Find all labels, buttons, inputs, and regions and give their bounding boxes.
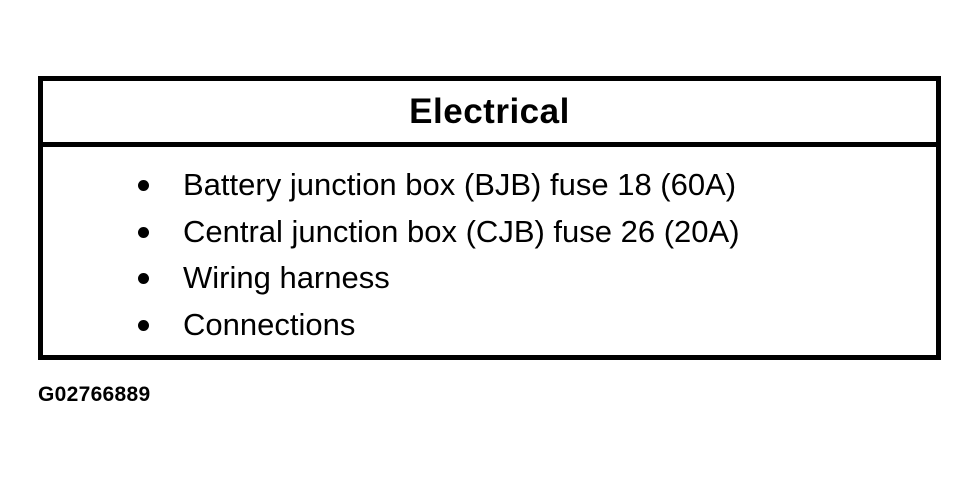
bullet-icon [138,319,149,331]
panel-title: Electrical [43,81,936,147]
figure-id-label: G02766889 [38,383,151,406]
list-item-label: Central junction box (CJB) fuse 26 (20A) [183,213,740,249]
electrical-panel: Electrical Battery junction box (BJB) fu… [38,76,941,360]
list-item-label: Connections [183,306,356,342]
panel-body: Battery junction box (BJB) fuse 18 (60A)… [43,147,936,348]
list-item-label: Battery junction box (BJB) fuse 18 (60A) [183,167,737,202]
list-item-label: Wiring harness [183,260,390,295]
bullet-icon [138,273,149,284]
list-item: Central junction box (CJB) fuse 26 (20A) [138,209,926,256]
bullet-icon [138,180,149,191]
list-item: Battery junction box (BJB) fuse 18 (60A) [138,162,926,209]
list-item: Wiring harness [138,255,926,302]
component-list: Battery junction box (BJB) fuse 18 (60A)… [43,162,926,348]
list-item: Connections [138,302,926,349]
bullet-icon [138,226,149,238]
